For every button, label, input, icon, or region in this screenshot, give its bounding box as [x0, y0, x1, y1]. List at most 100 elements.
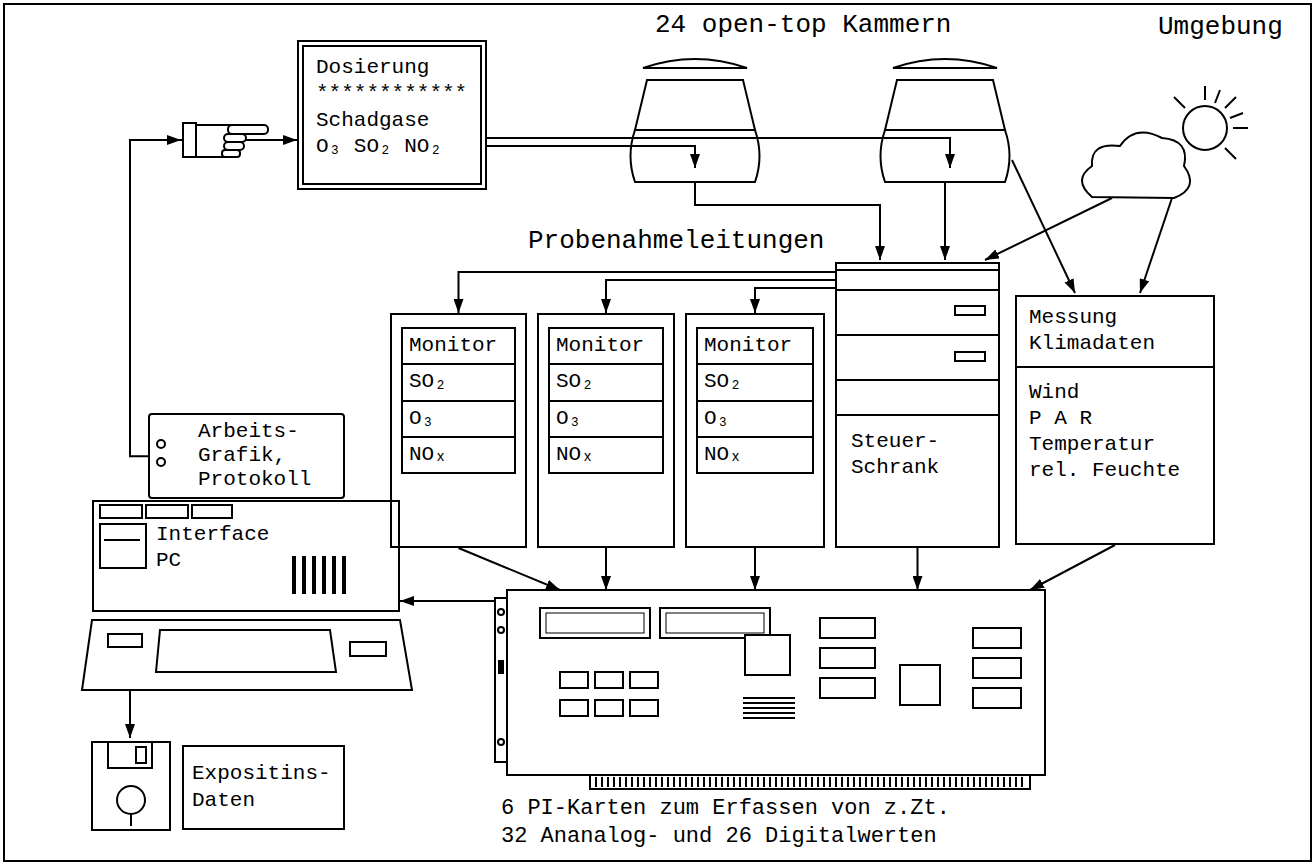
data-box: Expositins- Daten — [182, 745, 345, 830]
gas-monitor-box: MonitorSO₂O₃NOₓ — [537, 313, 675, 548]
box-text: Monitor — [696, 327, 814, 365]
pi-card-outline — [630, 700, 658, 716]
floppy-disk — [92, 742, 170, 830]
connector-arrow — [130, 140, 297, 456]
connector-arrow — [606, 280, 835, 313]
open-top-chamber — [893, 59, 997, 68]
pc-vents — [302, 556, 306, 594]
floppy-disk — [136, 747, 146, 763]
screen-knobs — [157, 458, 165, 466]
keyboard — [82, 620, 412, 690]
pc-vents — [332, 556, 336, 594]
screen-knobs — [157, 440, 165, 448]
connector-arrow — [400, 600, 495, 602]
hand-symbol — [224, 134, 246, 142]
gas-monitor-box: MonitorSO₂O₃NOₓ — [685, 313, 825, 548]
connector-arrow — [754, 548, 756, 590]
connector-arrow — [755, 288, 835, 313]
gas-supply-line — [487, 138, 950, 168]
pc-vents — [312, 556, 316, 594]
keyboard — [82, 620, 412, 690]
box-text: SO₂ — [548, 363, 664, 401]
floppy-disk — [130, 814, 132, 826]
open-top-chamber — [635, 80, 755, 130]
pc-vents — [292, 556, 346, 594]
cabinet-drawers — [955, 306, 985, 315]
pi-card-outline — [560, 672, 588, 688]
hand-symbol — [224, 142, 244, 150]
floppy-disk — [108, 742, 152, 768]
box-text: Messung Klimadaten — [1017, 297, 1213, 368]
sun-symbol — [1174, 86, 1248, 159]
pc-base: Interface PC — [92, 500, 400, 612]
pi-card-outline — [498, 660, 504, 674]
pi-card-outline — [595, 700, 623, 716]
box-text: O₃ — [401, 400, 516, 438]
box-text: O₃ SO₂ NO₂ — [316, 134, 468, 160]
screen-knobs — [157, 440, 165, 466]
pc-screen: Arbeits- Grafik, Protokoll — [148, 413, 345, 499]
box-text: Dosierung — [316, 55, 468, 81]
pi-card-outline — [495, 590, 1045, 775]
gas-monitor-box: MonitorSO₂O₃NOₓ — [390, 313, 527, 548]
pi-card-outline — [820, 648, 875, 668]
pi-card-outline — [630, 672, 658, 688]
cabinet-drawers — [835, 270, 1000, 415]
pi-card-outline — [745, 635, 790, 675]
floppy-disk — [129, 690, 131, 738]
pi-card-outline — [743, 698, 795, 718]
pi-card-outline — [560, 700, 588, 716]
cloud-symbol — [1082, 133, 1190, 198]
pi-card-outline — [498, 739, 504, 745]
outer-frame — [4, 4, 1311, 861]
box-text: SO₂ — [401, 363, 516, 401]
control-cabinet: Steuer- Schrank — [835, 262, 1000, 548]
pi-card-outline — [900, 665, 940, 705]
connector-arrow — [459, 548, 561, 590]
box-text: SO₂ — [696, 363, 814, 401]
pc-vents — [342, 556, 346, 594]
box-text: NOₓ — [401, 436, 516, 474]
climate-measurement-box: Messung KlimadatenWindP A RTemperaturrel… — [1015, 295, 1215, 545]
hand-symbol — [222, 150, 240, 157]
box-text: Interface PC — [156, 522, 286, 575]
diagram-label: Probenahmeleitungen — [528, 226, 824, 257]
pi-card-outline — [660, 608, 770, 638]
connector-arrow — [1030, 545, 1115, 590]
keyboard — [156, 630, 336, 672]
pi-card-outline — [507, 590, 1045, 775]
pi-card-outline — [973, 658, 1021, 678]
sample-line — [985, 198, 1112, 260]
diagram-label: Umgebung — [1158, 12, 1283, 43]
pc-drive-bays — [104, 539, 140, 541]
box-text: rel. Feuchte — [1017, 458, 1213, 484]
sample-line — [1140, 198, 1172, 293]
box-text: Arbeits- Grafik, Protokoll — [198, 420, 337, 492]
pi-card-outline — [498, 609, 504, 615]
box-text: Temperatur — [1017, 432, 1213, 458]
sun-symbol — [1174, 86, 1248, 159]
pi-card-outline — [973, 628, 1021, 648]
box-text: NOₓ — [548, 436, 664, 474]
box-text: Monitor — [401, 327, 516, 365]
sample-line — [1012, 160, 1075, 293]
keyboard — [108, 634, 142, 647]
pc-vents — [322, 556, 326, 594]
cloud-symbol — [1082, 133, 1190, 198]
hand-symbol — [183, 123, 196, 157]
hand-symbol — [183, 123, 268, 157]
connector-arrow — [917, 548, 919, 590]
diagram-label: 24 open-top Kammern — [655, 10, 951, 41]
box-text: Schadgase — [316, 108, 468, 134]
pc-drive-bays — [100, 524, 146, 568]
box-text: 6 PI-Karten zum Erfassen von z.Zt. 32 An… — [501, 795, 981, 850]
pi-card-outline — [820, 618, 875, 638]
pc-drive-bays — [192, 505, 232, 518]
sun-symbol — [1183, 106, 1227, 150]
gas-supply-line — [487, 138, 950, 168]
pi-card-outline — [973, 688, 1021, 708]
open-top-chamber — [643, 59, 747, 68]
box-text: Monitor — [548, 327, 664, 365]
box-text: O₃ — [696, 400, 814, 438]
dosing-unit-box: Dosierung************SchadgaseO₃ SO₂ NO₂ — [297, 40, 487, 190]
